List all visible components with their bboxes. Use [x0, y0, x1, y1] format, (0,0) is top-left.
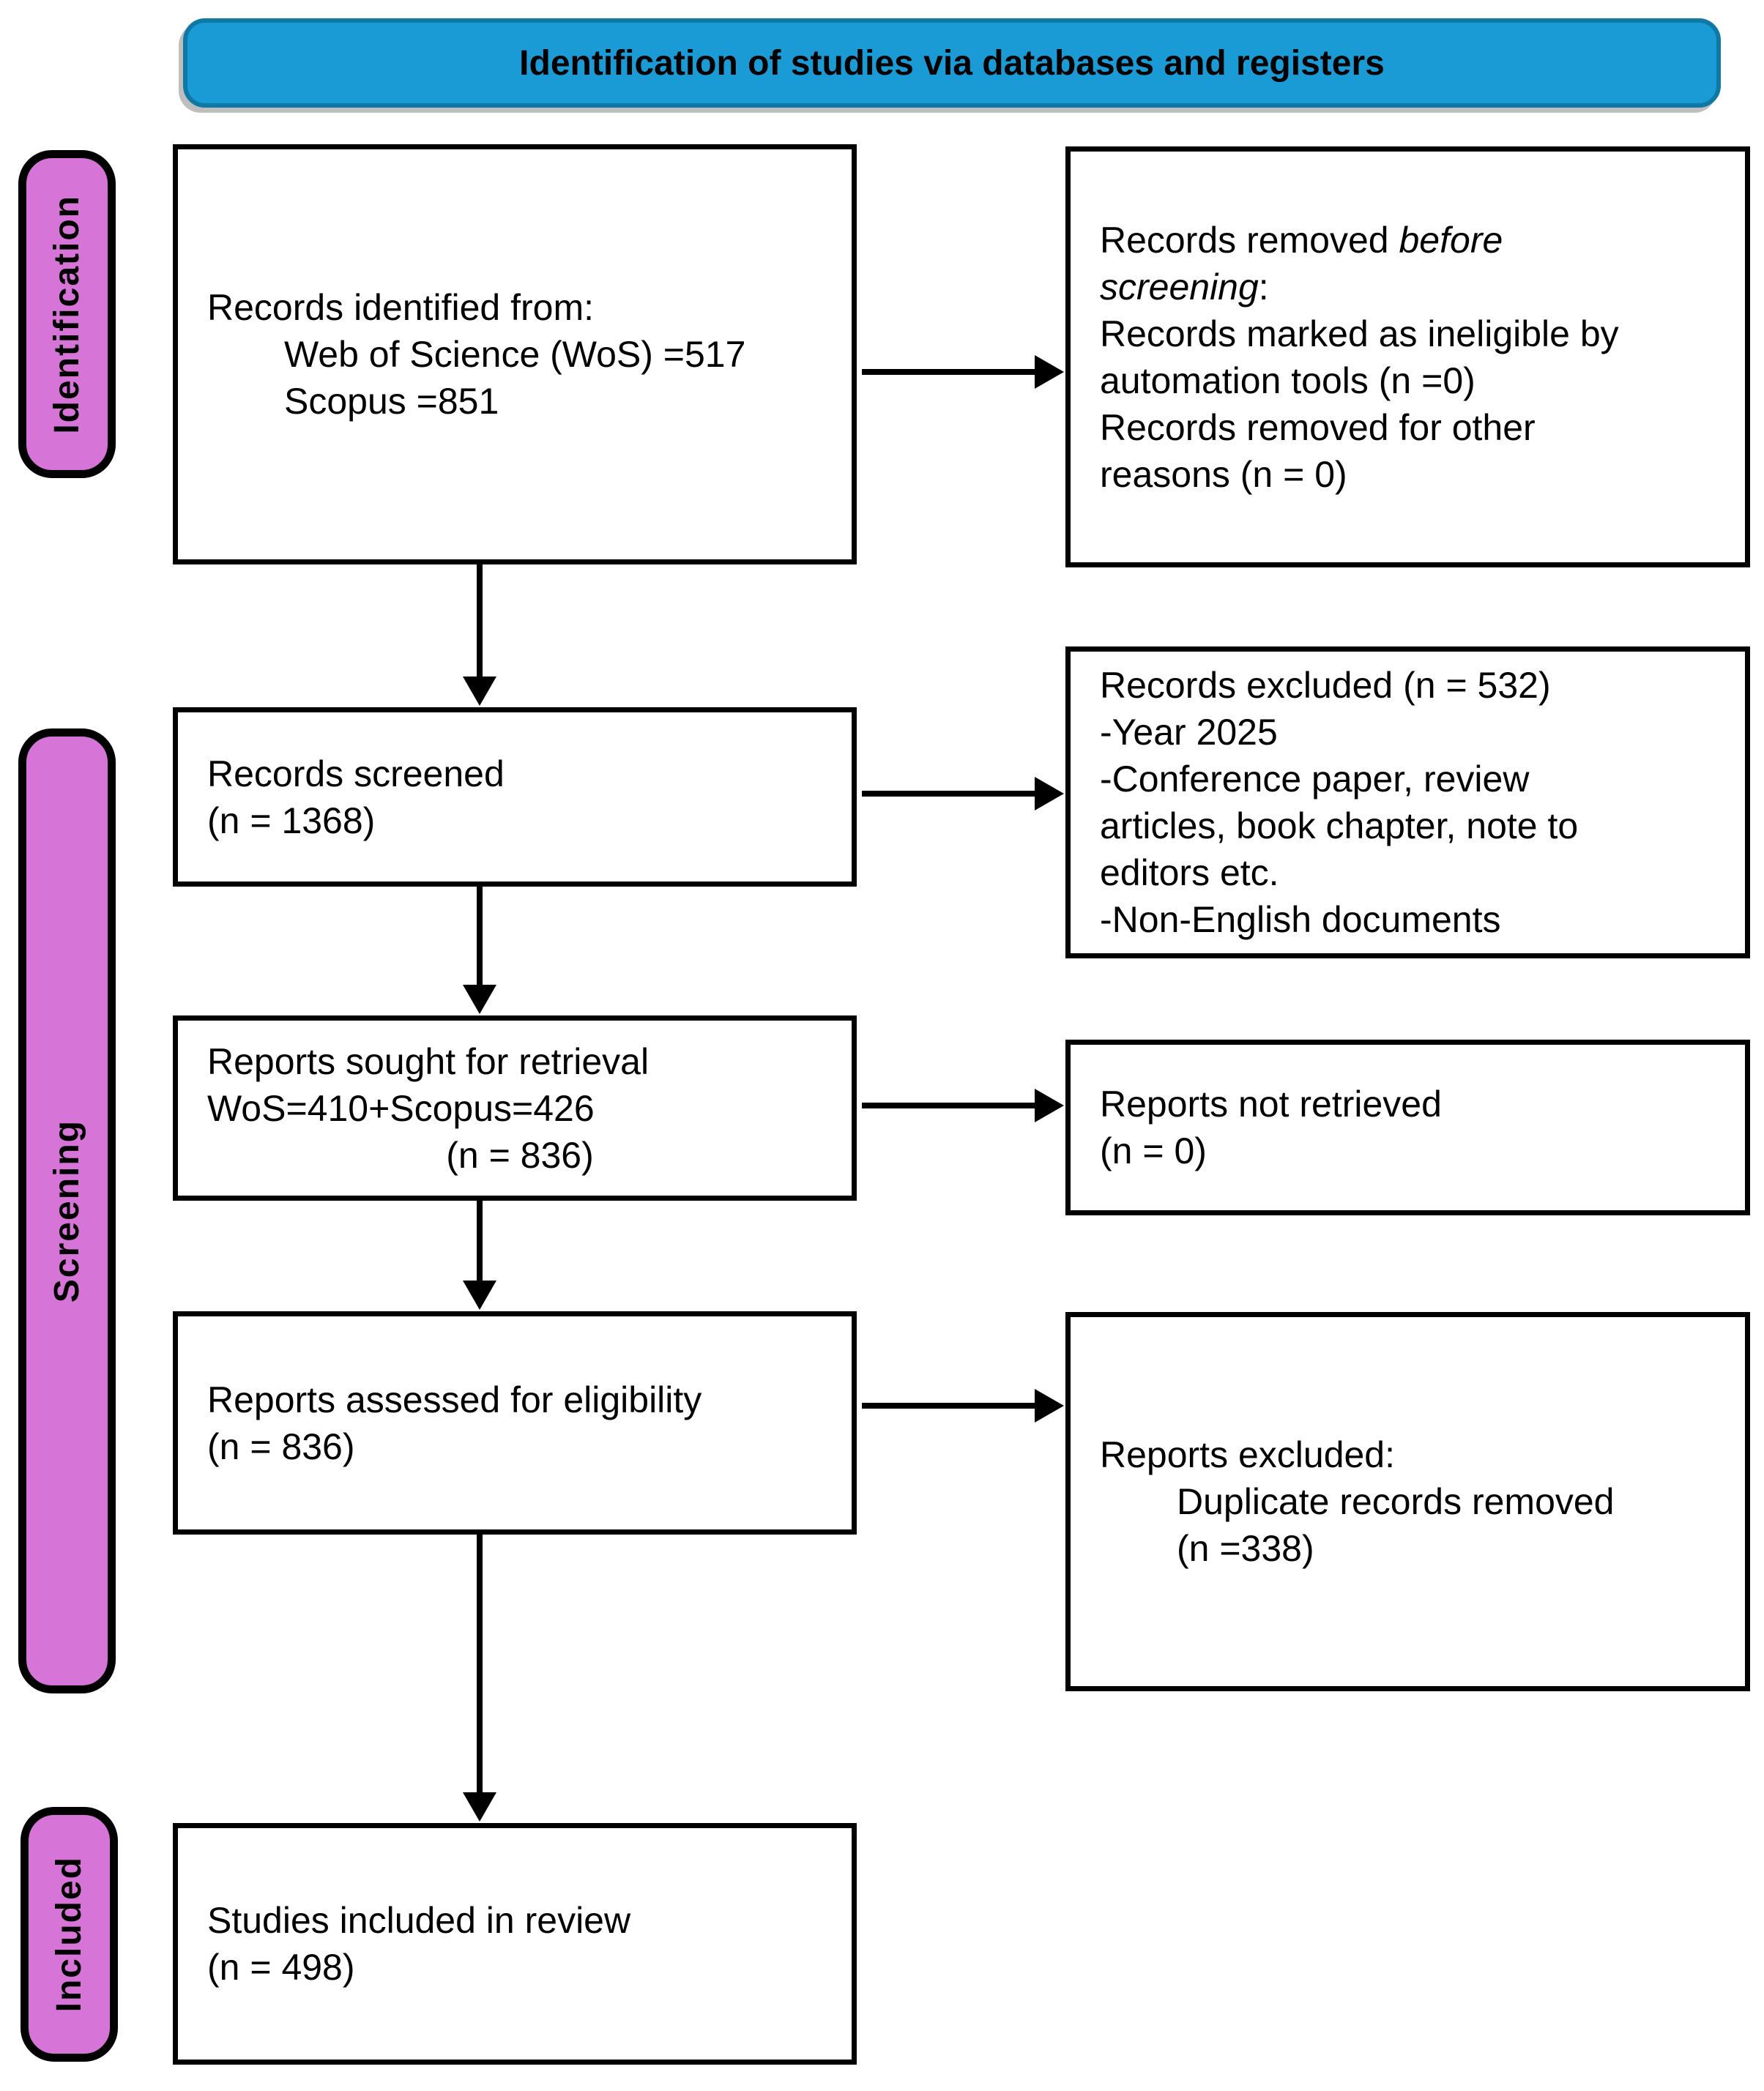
arrow-screened-to-excluded-icon	[862, 777, 1064, 810]
box-line-segment: Reports excluded:	[1100, 1434, 1396, 1475]
stage-label-screening-text: Screening	[48, 1119, 86, 1303]
box-records-excluded: Records excluded (n = 532) -Year 2025 -Con…	[1065, 646, 1750, 958]
box-line-segment: (n = 0)	[1100, 1130, 1207, 1171]
arrow-sought-to-not-retrieved-icon	[862, 1089, 1064, 1122]
box-line: (n = 836)	[207, 1132, 833, 1179]
box-line-segment: Reports not retrieved	[1100, 1084, 1442, 1125]
box-line-segment: Records screened	[207, 753, 505, 794]
box-line-italic-segment: screening	[1100, 266, 1259, 308]
arrow-identified-to-screened-icon	[463, 564, 496, 706]
box-line-segment: (n = 836)	[446, 1134, 594, 1176]
arrow-assessed-to-included-icon	[463, 1535, 496, 1822]
box-line-segment: -Non-English documents	[1100, 899, 1501, 940]
box-line: articles, book chapter, note to	[1100, 802, 1726, 849]
box-line: (n = 836)	[207, 1423, 833, 1470]
box-line: automation tools (n =0)	[1100, 357, 1726, 404]
arrow-sought-to-assessed-icon	[463, 1201, 496, 1310]
box-line: Reports excluded:	[1100, 1431, 1726, 1478]
box-line: Records marked as ineligible by	[1100, 310, 1726, 357]
box-records-screened: Records screened (n = 1368)	[173, 707, 857, 887]
box-line-segment: (n = 1368)	[207, 800, 376, 841]
box-reports-not-retrieved: Reports not retrieved (n = 0)	[1065, 1040, 1750, 1215]
box-line-segment: Studies included in review	[207, 1900, 631, 1941]
banner-databases-registers: Identification of studies via databases …	[183, 18, 1721, 108]
arrow-assessed-to-excluded-icon	[862, 1389, 1064, 1423]
box-line: Duplicate records removed	[1100, 1478, 1726, 1525]
box-line: -Conference paper, review	[1100, 756, 1726, 802]
box-line: Reports assessed for eligibility	[207, 1376, 833, 1423]
box-line: Scopus =851	[207, 378, 833, 425]
box-reports-excluded: Reports excluded: Duplicate records remov…	[1065, 1312, 1750, 1691]
box-line: reasons (n = 0)	[1100, 451, 1726, 498]
box-line-segment: Records marked as ineligible by	[1100, 313, 1619, 354]
box-line: editors etc.	[1100, 849, 1726, 896]
box-line: (n = 498)	[207, 1944, 833, 1991]
box-line-segment: WoS=410+Scopus=426	[207, 1087, 595, 1129]
box-line: -Year 2025	[1100, 709, 1726, 756]
box-line: WoS=410+Scopus=426	[207, 1085, 833, 1132]
box-line: Reports not retrieved	[1100, 1081, 1726, 1128]
box-line: (n =338)	[1100, 1525, 1726, 1572]
box-line-italic-segment: before	[1399, 219, 1503, 261]
box-line: Records identified from:	[207, 284, 833, 331]
box-line-segment: Records identified from:	[207, 287, 595, 328]
box-line-segment: (n = 836)	[207, 1425, 355, 1467]
box-line-segment: (n = 498)	[207, 1947, 355, 1988]
box-line: Web of Science (WoS) =517	[207, 331, 833, 378]
stage-label-identification: Identification	[18, 150, 116, 478]
box-line-segment: Duplicate records removed	[1177, 1481, 1615, 1522]
box-records-identified: Records identified from: Web of Science (…	[173, 144, 857, 564]
box-line-segment: Reports assessed for eligibility	[207, 1379, 702, 1420]
box-reports-assessed-for-eligibility: Reports assessed for eligibility (n = 836…	[173, 1311, 857, 1535]
box-line: Reports sought for retrieval	[207, 1038, 833, 1085]
box-line-segment: (n =338)	[1177, 1528, 1314, 1569]
box-line-segment: Web of Science (WoS) =517	[284, 334, 746, 375]
box-line-segment: articles, book chapter, note to	[1100, 805, 1579, 846]
box-line-segment: -Conference paper, review	[1100, 758, 1530, 800]
box-line-segment: Records excluded (n = 532)	[1100, 665, 1551, 706]
box-line: Records screened	[207, 750, 833, 797]
box-line: Records removed for other	[1100, 404, 1726, 451]
box-line: (n = 0)	[1100, 1128, 1726, 1174]
banner-title: Identification of studies via databases …	[519, 43, 1385, 83]
box-line: (n = 1368)	[207, 797, 833, 844]
box-line-segment: Records removed for other	[1100, 406, 1536, 448]
box-line-segment: -Year 2025	[1100, 712, 1278, 753]
stage-label-included-text: Included	[50, 1856, 89, 2013]
box-line: -Non-English documents	[1100, 896, 1726, 943]
arrow-identified-to-removed-icon	[862, 355, 1064, 389]
box-line-segment: Records removed	[1100, 219, 1399, 261]
box-line: screening:	[1100, 264, 1726, 310]
box-studies-included-in-review: Studies included in review (n = 498)	[173, 1823, 857, 2065]
box-line: Records excluded (n = 532)	[1100, 662, 1726, 709]
box-line-segment: Reports sought for retrieval	[207, 1040, 650, 1082]
arrow-screened-to-sought-icon	[463, 887, 496, 1014]
box-line-segment: :	[1258, 266, 1269, 308]
box-line-segment: automation tools (n =0)	[1100, 359, 1475, 401]
stage-label-identification-text: Identification	[48, 194, 86, 434]
stage-label-screening: Screening	[18, 728, 116, 1693]
box-line-segment: editors etc.	[1100, 852, 1279, 893]
box-line: Records removed before	[1100, 217, 1726, 264]
box-line-segment: Scopus =851	[284, 381, 499, 422]
stage-label-included: Included	[21, 1807, 118, 2062]
box-line-segment: reasons (n = 0)	[1100, 453, 1347, 495]
box-line: Studies included in review	[207, 1897, 833, 1944]
